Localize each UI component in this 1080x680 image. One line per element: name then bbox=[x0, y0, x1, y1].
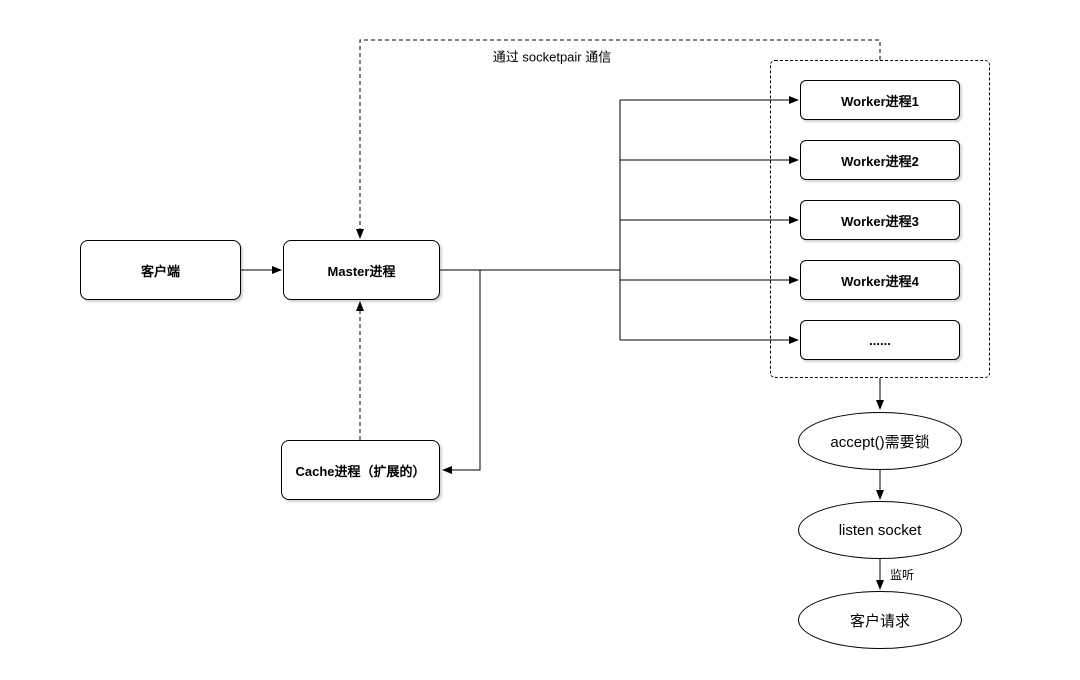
node-worker3-label: Worker进程3 bbox=[841, 213, 919, 229]
node-worker-more-label: ...... bbox=[869, 332, 891, 348]
node-worker2: Worker进程2 bbox=[800, 140, 960, 180]
node-client-request-label: 客户请求 bbox=[849, 612, 910, 630]
node-worker1: Worker进程1 bbox=[800, 80, 960, 120]
edge-to-cache bbox=[442, 270, 481, 474]
worker-group-container bbox=[770, 60, 990, 378]
node-worker2-label: Worker进程2 bbox=[841, 153, 919, 169]
node-worker-more: ...... bbox=[800, 320, 960, 360]
node-listen-socket-label: listen socket bbox=[838, 521, 922, 539]
node-cache: Cache进程（扩展的） bbox=[281, 440, 440, 500]
node-worker4: Worker进程4 bbox=[800, 260, 960, 300]
node-worker3: Worker进程3 bbox=[800, 200, 960, 240]
node-cache-label: Cache进程（扩展的） bbox=[295, 463, 426, 479]
node-master-label: Master进程 bbox=[327, 263, 396, 279]
node-client-request: 客户请求 bbox=[798, 591, 962, 649]
edge-label-socketpair: 通过 socketpair 通信 bbox=[490, 46, 614, 66]
edge-label-listen: 监听 bbox=[888, 566, 917, 583]
node-accept-lock-label: accept()需要锁 bbox=[830, 433, 930, 451]
node-accept-lock: accept()需要锁 bbox=[798, 412, 962, 470]
node-listen-socket: listen socket bbox=[798, 501, 962, 559]
node-client: 客户端 bbox=[80, 240, 241, 300]
node-worker4-label: Worker进程4 bbox=[841, 273, 919, 289]
node-client-label: 客户端 bbox=[140, 263, 180, 279]
node-worker1-label: Worker进程1 bbox=[841, 93, 919, 109]
node-master: Master进程 bbox=[283, 240, 440, 300]
